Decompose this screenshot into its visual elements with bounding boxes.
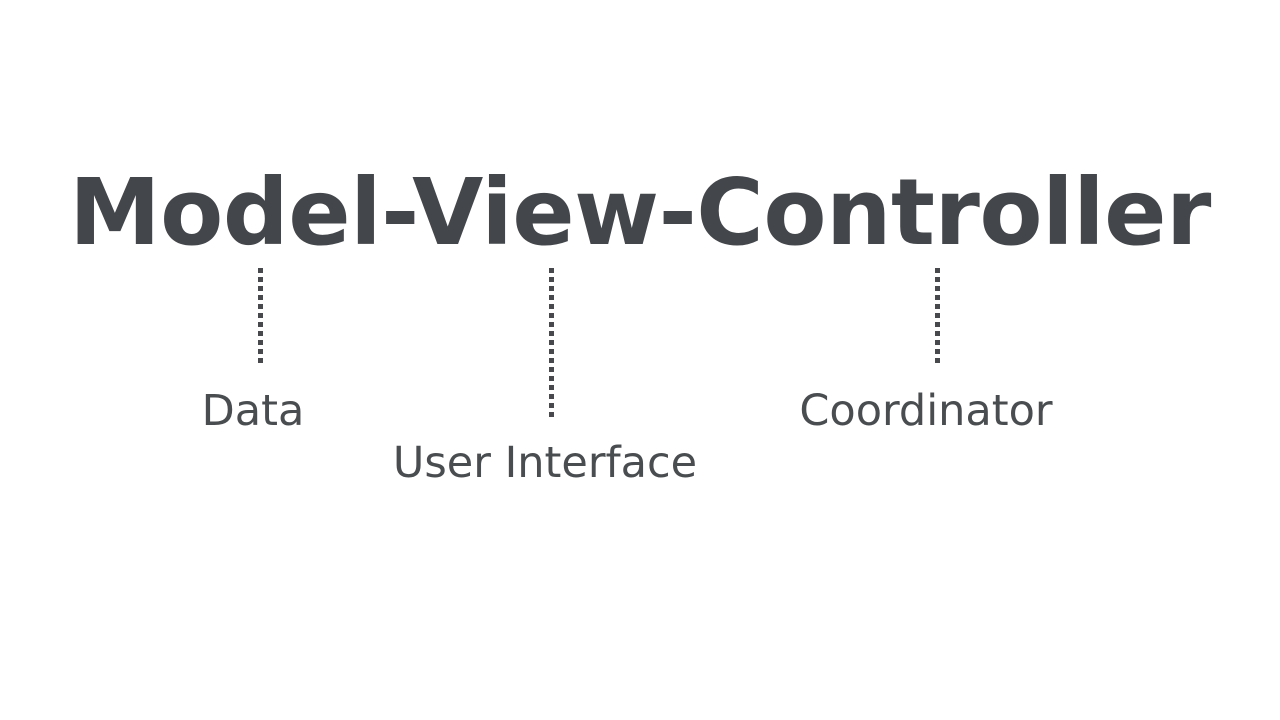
page-title: Model-View-Controller — [69, 159, 1211, 266]
component-label-controller: Coordinator — [799, 386, 1053, 436]
connector-line-model — [258, 268, 263, 367]
component-label-model: Data — [201, 386, 305, 436]
connector-line-controller — [935, 268, 940, 367]
connector-line-view — [549, 268, 554, 420]
component-label-view: User Interface — [392, 438, 698, 488]
